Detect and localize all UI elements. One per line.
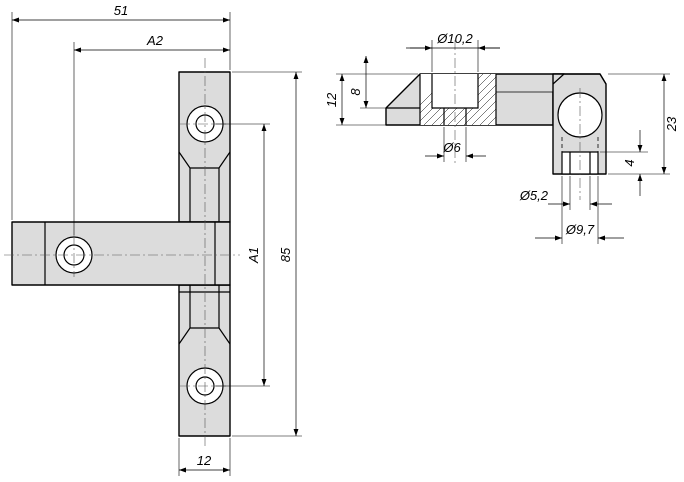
front-view: 51 A2 A1 85 12 (4, 3, 302, 476)
dim-hole-spacing: A1 (246, 247, 261, 264)
side-center-lines (454, 40, 581, 200)
dim-total-height: 12 (324, 92, 339, 107)
horizontal-arm (11, 221, 231, 286)
side-view: Ø10,2 Ø6 12 8 23 4 Ø5,2 Ø9,7 (324, 31, 679, 244)
dim-end-counterbore-diameter: Ø9,7 (565, 222, 595, 237)
dim-end-counterbore-depth: 4 (622, 159, 637, 166)
dim-bore-diameter: Ø6 (442, 140, 461, 155)
vertical-bar-top (178, 71, 231, 223)
dim-arm-width: 12 (197, 453, 212, 468)
dim-width-a2: A2 (146, 33, 164, 48)
dim-counterbore-diameter: Ø10,2 (436, 31, 473, 46)
side-dimension-lines (339, 45, 667, 241)
dim-height-total: 85 (278, 247, 293, 262)
dim-end-hole-diameter: Ø5,2 (519, 188, 549, 203)
front-dimension-lines (12, 17, 299, 473)
vertical-bar-bottom (178, 284, 231, 437)
dim-end-height: 23 (664, 116, 679, 132)
dim-counterbore-depth: 8 (348, 88, 363, 96)
side-extension-lines (336, 40, 670, 244)
dim-width-total: 51 (114, 3, 128, 18)
